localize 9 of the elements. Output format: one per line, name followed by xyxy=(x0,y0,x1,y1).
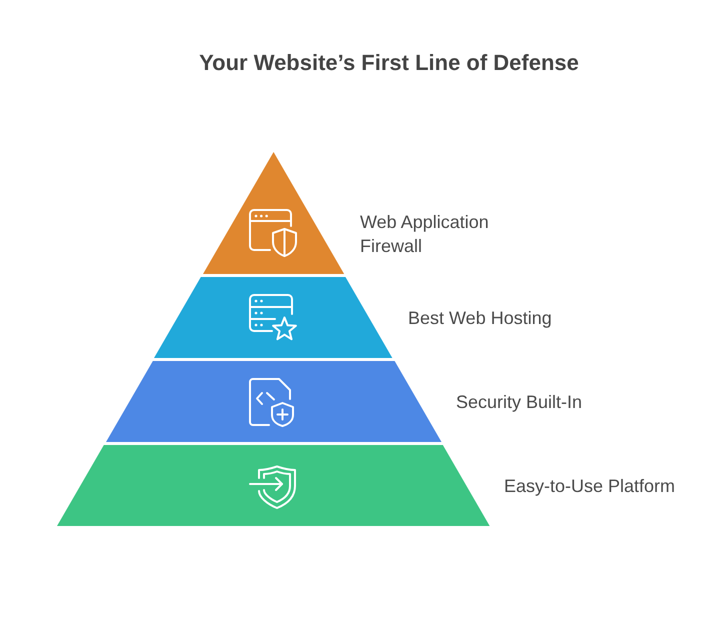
tier-label: Best Web Hosting xyxy=(408,307,552,330)
diagram-title: Your Website’s First Line of Defense xyxy=(199,50,579,76)
tier-label: Easy-to-Use Platform xyxy=(504,475,676,498)
pyramid-tier xyxy=(154,277,393,358)
pyramid-tier xyxy=(106,361,442,442)
pyramid-tier xyxy=(57,445,490,526)
pyramid-tier xyxy=(202,152,344,274)
tier-label: Security Built-In xyxy=(456,391,582,414)
tier-label: Web Application Firewall xyxy=(360,211,490,258)
